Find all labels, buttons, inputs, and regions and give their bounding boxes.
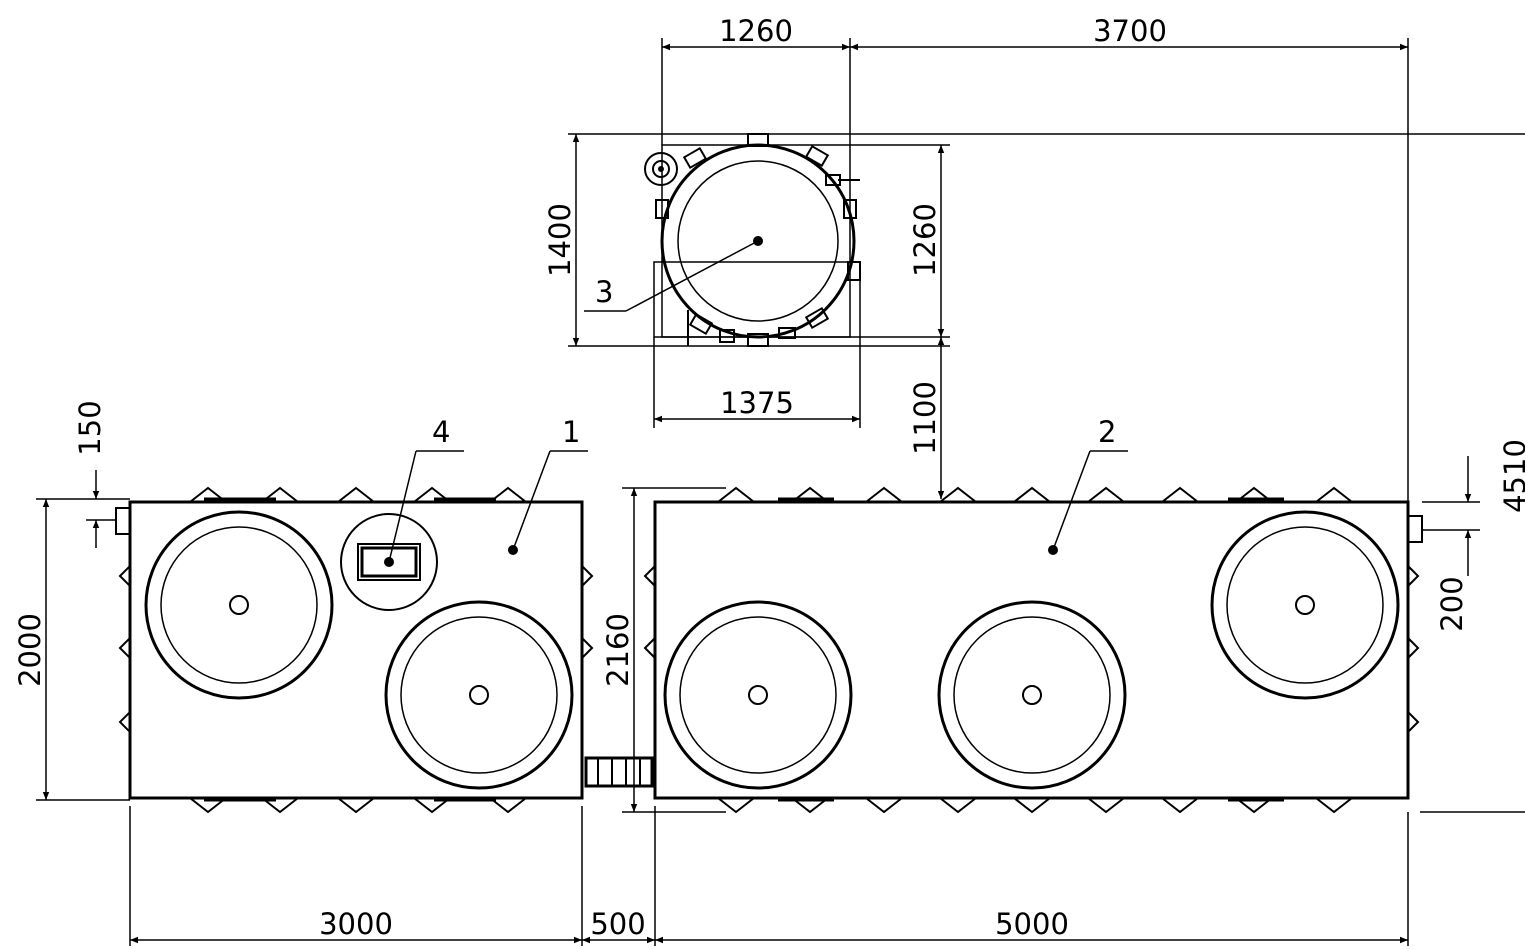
tank-2: 2 xyxy=(643,415,1423,814)
dim-150: 150 xyxy=(73,400,107,455)
dim-500: 500 xyxy=(590,907,645,941)
dim-2000: 2000 xyxy=(13,613,47,687)
connecting-pipe xyxy=(584,756,654,788)
dimension-lines: 1260 3700 1400 1260 1375 1100 4510 150 2… xyxy=(13,14,1525,946)
dim-1260-top: 1260 xyxy=(719,14,793,48)
callout-4: 4 xyxy=(432,415,450,449)
dim-1260-right: 1260 xyxy=(908,203,942,277)
tank-1: 4 1 xyxy=(115,415,594,814)
dim-1100: 1100 xyxy=(908,381,942,455)
callout-2: 2 xyxy=(1098,415,1116,449)
well-3: 3 xyxy=(584,133,861,347)
dim-3000: 3000 xyxy=(319,907,393,941)
dim-1400: 1400 xyxy=(543,203,577,277)
dim-5000: 5000 xyxy=(995,907,1069,941)
dim-4510: 4510 xyxy=(1498,439,1525,513)
dim-200: 200 xyxy=(1435,576,1469,631)
callout-1: 1 xyxy=(562,415,580,449)
callout-3: 3 xyxy=(595,275,613,309)
dim-2160: 2160 xyxy=(601,613,635,687)
dim-3700: 3700 xyxy=(1093,14,1167,48)
dim-1375: 1375 xyxy=(720,386,794,420)
